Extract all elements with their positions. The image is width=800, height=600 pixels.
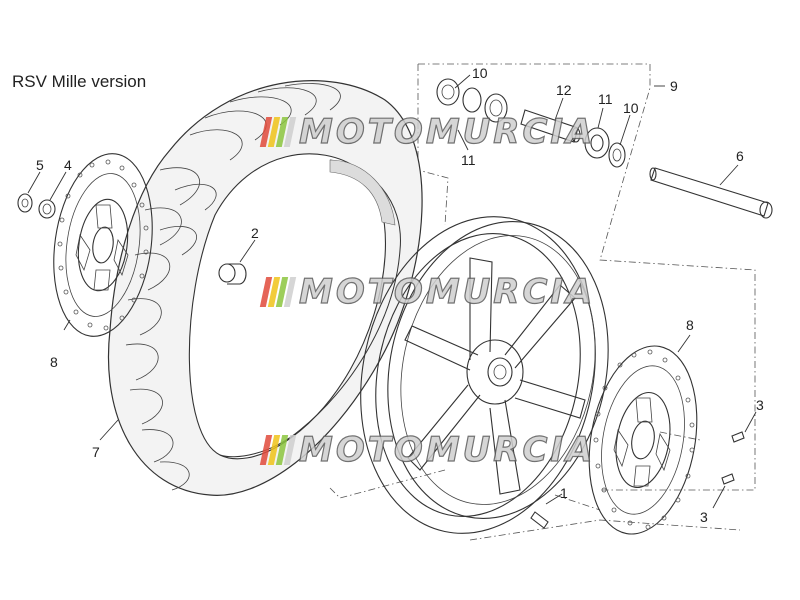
- label-11-left: 11: [461, 152, 476, 168]
- watermark-top: MOTOMURCIA: [259, 111, 596, 153]
- watermark-text: MOTOMURCIA: [298, 429, 596, 470]
- watermark-bottom: MOTOMURCIA: [259, 429, 596, 471]
- label-8-left: 8: [50, 354, 58, 370]
- watermark-logo-icon: [259, 117, 297, 147]
- part-2-bushing: [218, 263, 247, 285]
- part-6-axle: [649, 167, 773, 219]
- watermark-text: MOTOMURCIA: [298, 271, 596, 312]
- label-2: 2: [251, 225, 259, 241]
- watermark-text: MOTOMURCIA: [298, 111, 596, 152]
- parts-4-5-seal-washer: [17, 193, 56, 219]
- right-brake-disc: [588, 345, 698, 535]
- label-12: 12: [556, 82, 572, 98]
- label-7: 7: [92, 444, 100, 460]
- bearings-and-spacer: [436, 78, 626, 168]
- label-1: 1: [560, 485, 568, 501]
- watermark-middle: MOTOMURCIA: [259, 271, 596, 313]
- label-3-bottom: 3: [700, 509, 708, 525]
- label-6: 6: [736, 148, 744, 164]
- label-4: 4: [64, 157, 72, 173]
- part-labels: 1 2 3 3 4 5 6 7 8 8 9 10 10 11 11 12: [36, 65, 764, 525]
- label-8-right: 8: [686, 317, 694, 333]
- label-5: 5: [36, 157, 44, 173]
- watermark-logo-icon: [259, 435, 297, 465]
- watermark-logo-icon: [259, 277, 297, 307]
- label-3-top: 3: [756, 397, 764, 413]
- left-brake-disc: [53, 153, 153, 337]
- label-9: 9: [670, 78, 678, 94]
- label-11-right: 11: [598, 91, 613, 107]
- reference-frame-lines: [329, 63, 756, 541]
- part-3-bolts: [721, 431, 745, 485]
- label-10-right: 10: [623, 100, 639, 116]
- leader-lines: [27, 74, 757, 509]
- diagram-title: RSV Mille version: [12, 72, 147, 91]
- wheel-rim: [360, 216, 609, 534]
- label-10-left: 10: [472, 65, 488, 81]
